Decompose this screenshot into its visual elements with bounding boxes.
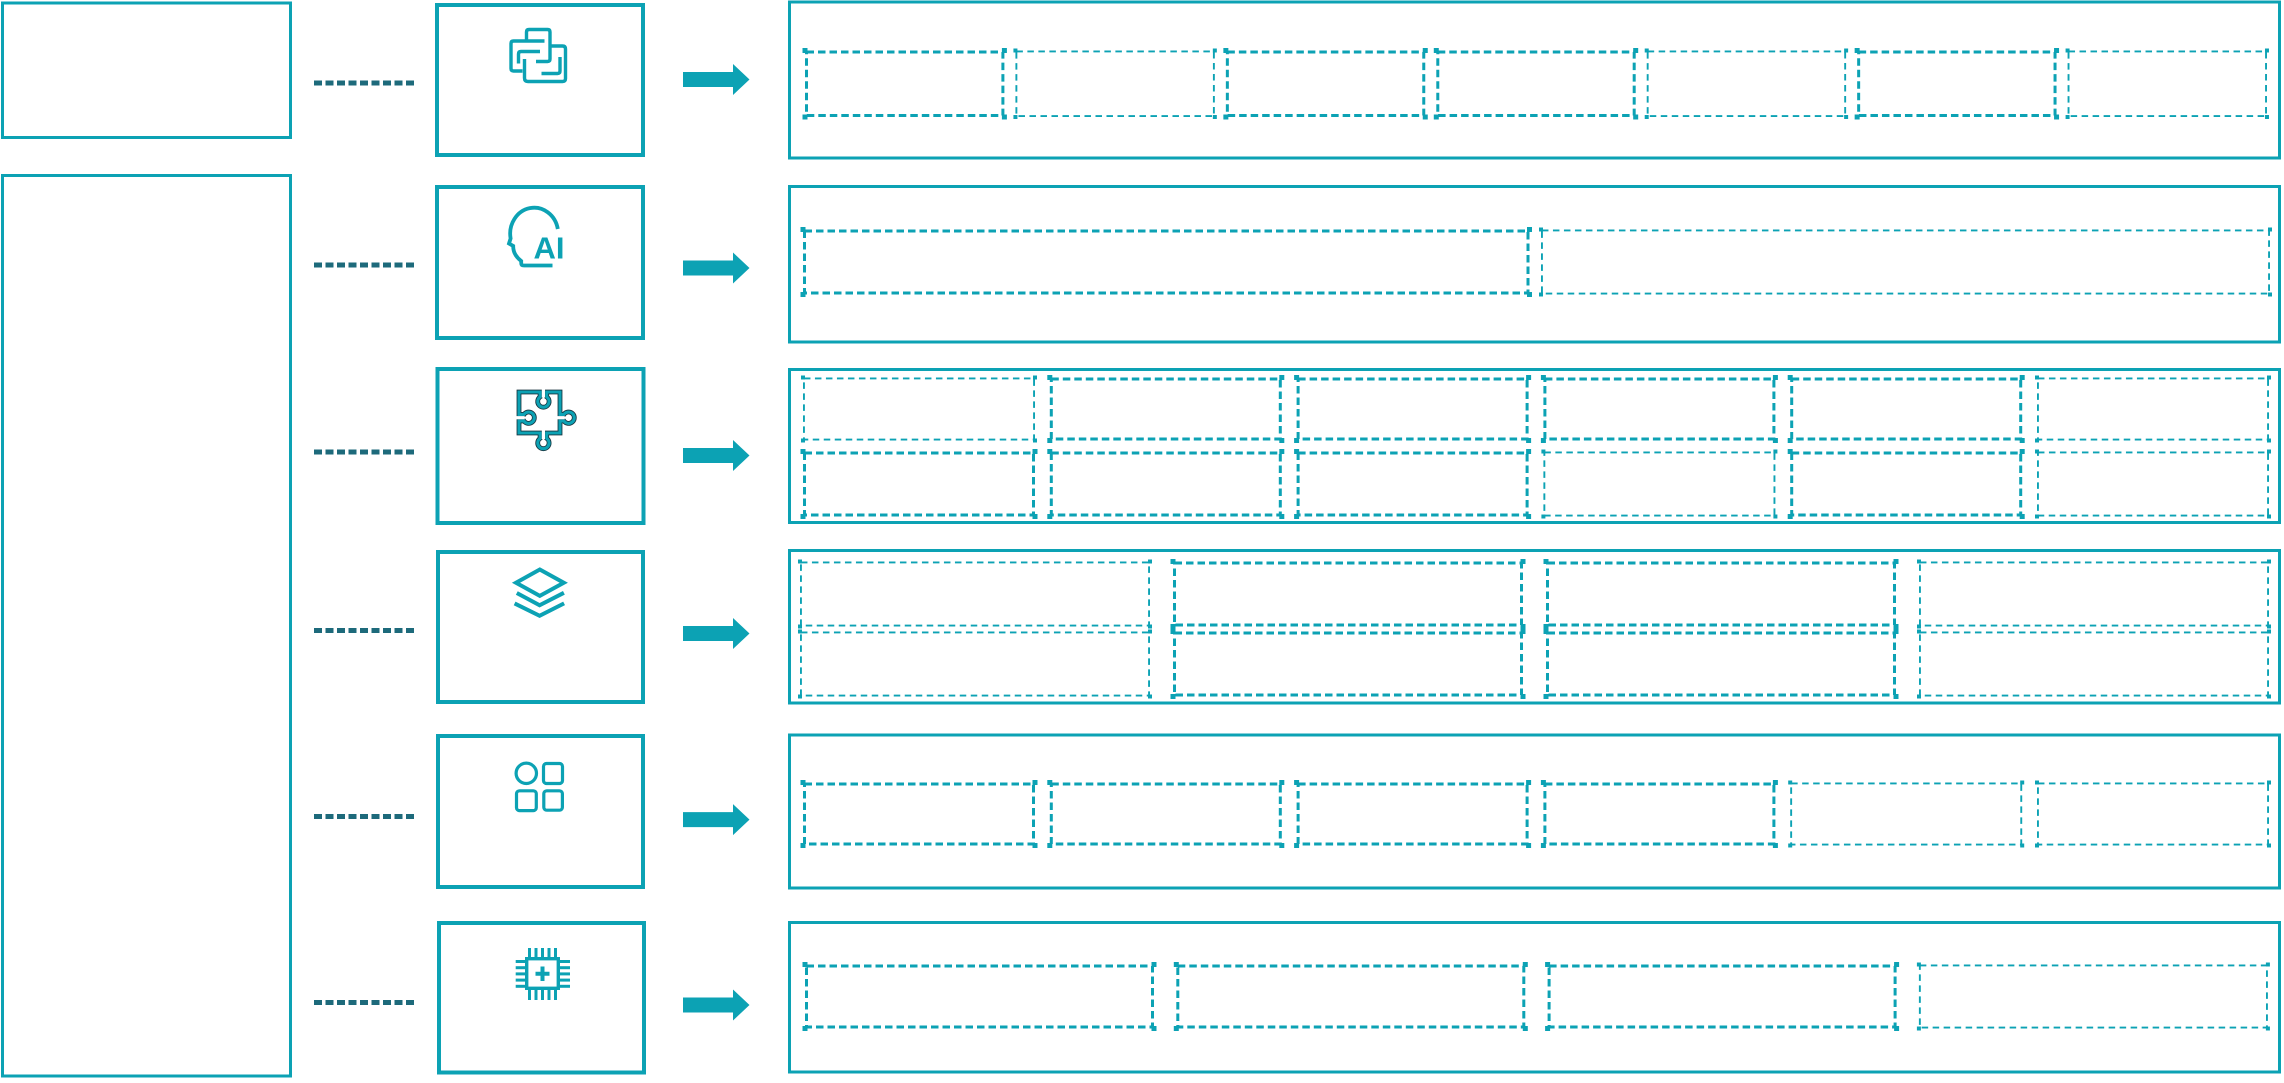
svg-text:AI: AI (534, 231, 565, 266)
